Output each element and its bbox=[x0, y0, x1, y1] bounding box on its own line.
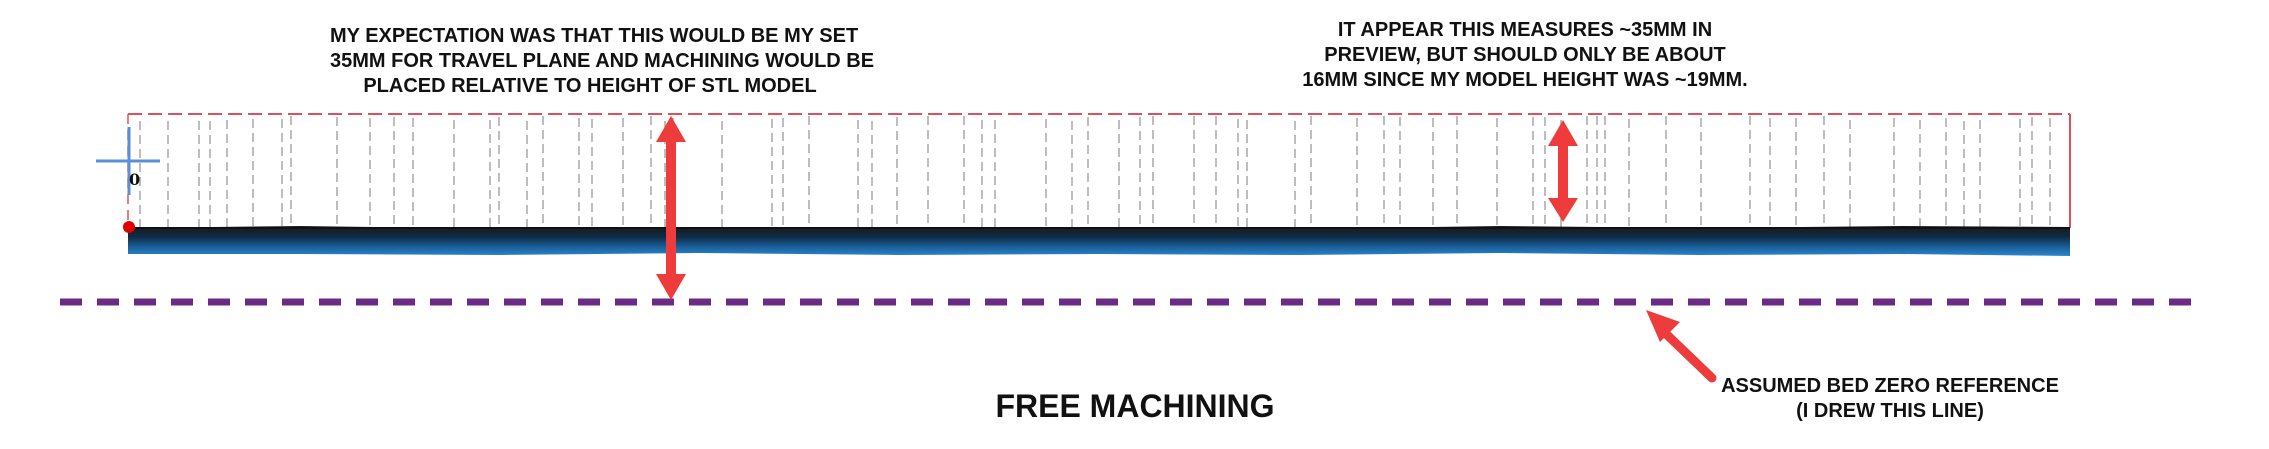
annotation-line: PREVIEW, BUT SHOULD ONLY BE ABOUT bbox=[1324, 44, 1726, 66]
measure-arrow-right bbox=[1548, 120, 1578, 222]
annotation-line: PLACED RELATIVE TO HEIGHT OF STL MODEL bbox=[363, 75, 817, 97]
origin-label: 0 bbox=[129, 170, 141, 189]
annotation-line: MY EXPECTATION WAS THAT THIS WOULD BE MY… bbox=[330, 25, 859, 47]
annotation-line: ASSUMED BED ZERO REFERENCE bbox=[1721, 375, 2059, 397]
origin-axis-icon bbox=[96, 127, 160, 195]
page-caption: FREE MACHINING bbox=[995, 388, 1275, 424]
annotation-line: IT APPEAR THIS MEASURES ~35MM IN bbox=[1337, 19, 1713, 41]
annotation-expectation: MY EXPECTATION WAS THAT THIS WOULD BE MY… bbox=[330, 24, 875, 99]
pointer-arrow bbox=[1646, 310, 1717, 383]
annotation-bed-zero: ASSUMED BED ZERO REFERENCE (I DREW THIS … bbox=[1700, 374, 2080, 424]
stl-model bbox=[128, 226, 2070, 256]
measure-arrow-left bbox=[656, 116, 686, 300]
annotation-line: 35MM FOR TRAVEL PLANE AND MACHINING WOUL… bbox=[330, 50, 875, 72]
annotation-line: (I DREW THIS LINE) bbox=[1796, 400, 1984, 422]
annotation-measurement: IT APPEAR THIS MEASURES ~35MM IN PREVIEW… bbox=[1290, 18, 1760, 93]
origin-point bbox=[123, 221, 135, 233]
toolpath-lines bbox=[139, 116, 2051, 228]
annotation-line: 16MM SINCE MY MODEL HEIGHT WAS ~19MM. bbox=[1302, 69, 1748, 91]
